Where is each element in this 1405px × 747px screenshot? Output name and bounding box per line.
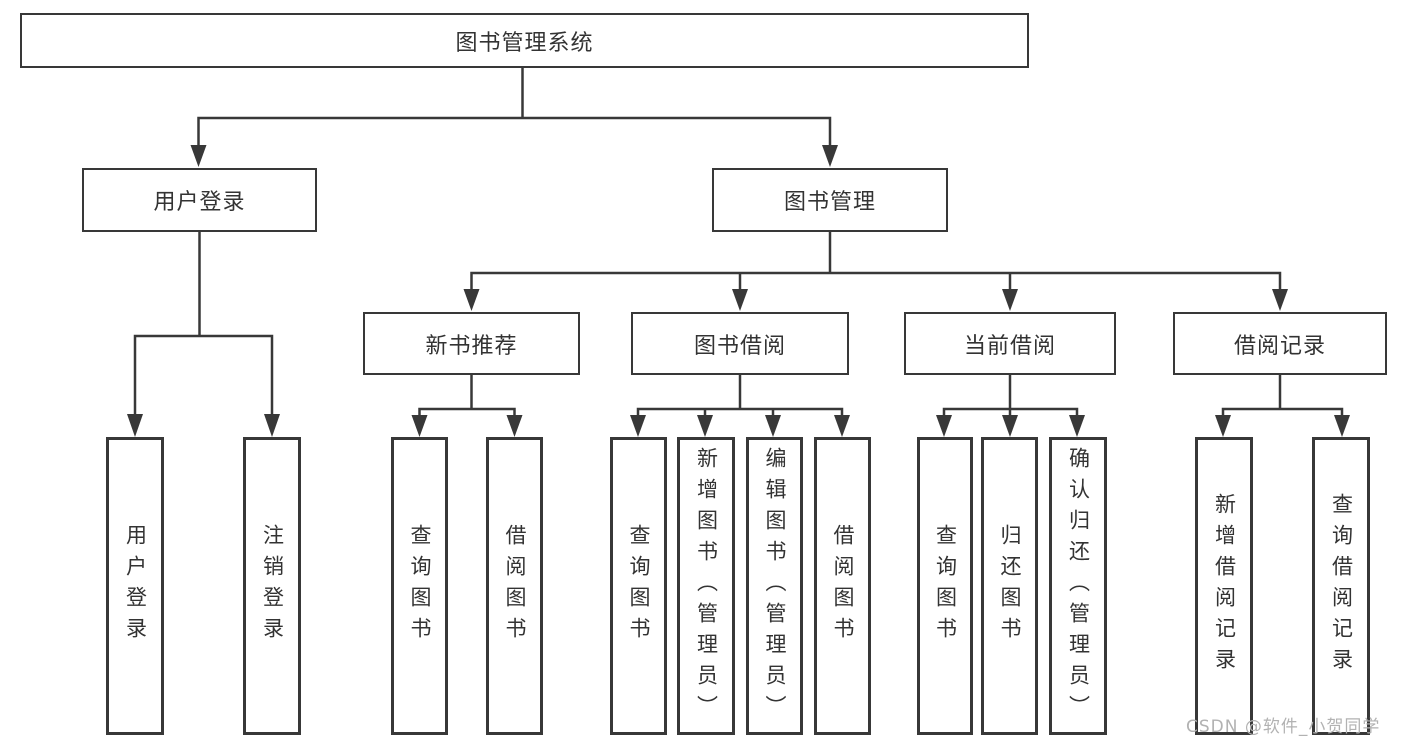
node-book-borrowing: 图书借阅 [631, 312, 849, 375]
arrow-icon [697, 415, 713, 437]
leaf-user-login: 用户登录 [106, 437, 164, 735]
connector-user-branch [133, 334, 274, 416]
node-label: 查询图书 [408, 524, 432, 648]
arrow-icon [630, 415, 646, 437]
node-label: 借阅图书 [503, 524, 527, 648]
node-label: 借阅图书 [831, 524, 855, 648]
watermark: CSDN @软件_小贺同学 [1186, 717, 1381, 737]
node-book-management: 图书管理 [712, 168, 948, 232]
arrow-icon [1272, 289, 1288, 311]
node-label: 查询图书 [933, 524, 958, 648]
leaf-add-borrow-record: 新增借阅记录 [1195, 437, 1253, 735]
leaf-query-books-borrow: 查询图书 [610, 437, 667, 735]
arrow-icon [1215, 415, 1231, 437]
connector-level1-branch [197, 116, 832, 147]
arrow-icon [1334, 415, 1350, 437]
node-label: 当前借阅 [963, 333, 1056, 359]
leaf-return-books: 归还图书 [981, 437, 1038, 735]
node-label: 借阅记录 [1233, 333, 1326, 359]
leaf-add-books-admin: 新增图书（管理员） [677, 437, 735, 735]
leaf-edit-books-admin: 编辑图书（管理员） [746, 437, 803, 735]
node-label: 注销登录 [260, 524, 285, 648]
node-borrowing-records: 借阅记录 [1173, 312, 1387, 375]
connector-mgmt-branch [470, 271, 1282, 291]
node-label: 图书管理 [783, 190, 876, 215]
leaf-query-books-current: 查询图书 [917, 437, 973, 735]
node-label: 新增图书（管理员） [694, 446, 719, 726]
node-label: 用户登录 [153, 190, 246, 215]
node-label: 查询图书 [627, 524, 651, 648]
arrow-icon [765, 415, 781, 437]
connector-newbook-branch [418, 407, 516, 417]
leaf-borrow-books: 借阅图书 [814, 437, 871, 735]
arrow-icon [506, 415, 523, 437]
node-library-management-system: 图书管理系统 [20, 13, 1029, 68]
arrow-icon [1069, 415, 1085, 437]
node-label: 图书借阅 [693, 333, 786, 359]
arrow-icon [822, 145, 838, 167]
arrow-icon [463, 289, 480, 311]
node-label: 查询借阅记录 [1329, 493, 1354, 679]
arrow-icon [411, 415, 428, 437]
node-label: 归还图书 [998, 524, 1022, 648]
node-label: 图书管理系统 [455, 30, 594, 56]
arrow-icon [732, 289, 748, 311]
leaf-confirm-return-admin: 确认归还（管理员） [1049, 437, 1107, 735]
arrow-icon [834, 415, 850, 437]
node-user-login: 用户登录 [82, 168, 317, 232]
arrow-icon [127, 414, 143, 437]
node-label: 编辑图书（管理员） [763, 446, 787, 726]
arrow-icon [264, 414, 280, 437]
arrow-icon [1002, 415, 1018, 437]
node-new-book-recommendation: 新书推荐 [363, 312, 580, 375]
node-current-borrowing: 当前借阅 [904, 312, 1116, 375]
node-label: 确认归还（管理员） [1066, 446, 1091, 726]
leaf-logout: 注销登录 [243, 437, 301, 735]
arrow-icon [190, 145, 207, 167]
leaf-query-borrow-record: 查询借阅记录 [1312, 437, 1370, 735]
node-label: 用户登录 [123, 524, 148, 648]
leaf-borrow-books-newbook: 借阅图书 [486, 437, 543, 735]
node-label: 新增借阅记录 [1212, 493, 1237, 679]
leaf-query-books-newbook: 查询图书 [391, 437, 448, 735]
node-label: 新书推荐 [425, 333, 518, 359]
connector-borrow-branch [636, 407, 844, 417]
arrow-icon [936, 415, 952, 437]
arrow-icon [1002, 289, 1018, 311]
connector-record-branch [1221, 407, 1344, 417]
